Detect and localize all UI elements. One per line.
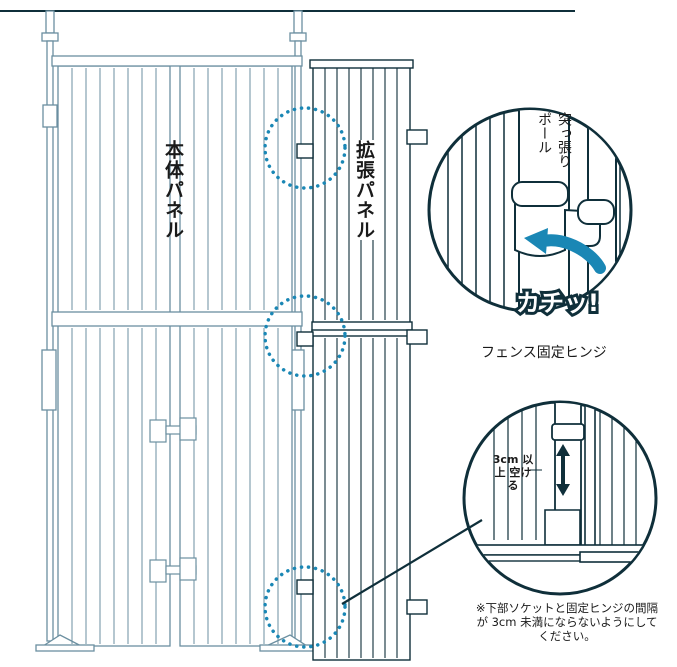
main-panel-bars <box>71 68 279 644</box>
hinge-highlight-middle <box>263 294 347 378</box>
gate-latch-lower <box>149 557 197 583</box>
hinge-highlight-top <box>263 106 347 190</box>
click-sound-text: カチッ! <box>513 286 602 320</box>
extension-panel-bars <box>324 68 398 658</box>
main-panel <box>35 10 317 652</box>
rotate-arrow-head <box>524 228 548 254</box>
hinge-highlight-bottom <box>263 565 347 649</box>
gate-latch-upper <box>149 417 197 443</box>
gap-arrow-up-head <box>556 444 570 456</box>
leader-line <box>341 519 483 605</box>
gap-label: 3cm 以上 空ける <box>492 453 534 492</box>
tension-pole-label: 突っ張り ポール <box>536 112 572 168</box>
gap-arrow-down-head <box>556 484 570 496</box>
note-text: ※下部ソケットと固定ヒンジの間隔が 3cm 未満にならないようにしてください。 <box>475 601 659 643</box>
hinge-caption: フェンス固定ヒンジ <box>481 345 607 361</box>
extension-panel-label: 拡張パネル <box>351 140 378 240</box>
main-panel-label: 本体パネル <box>162 140 184 240</box>
